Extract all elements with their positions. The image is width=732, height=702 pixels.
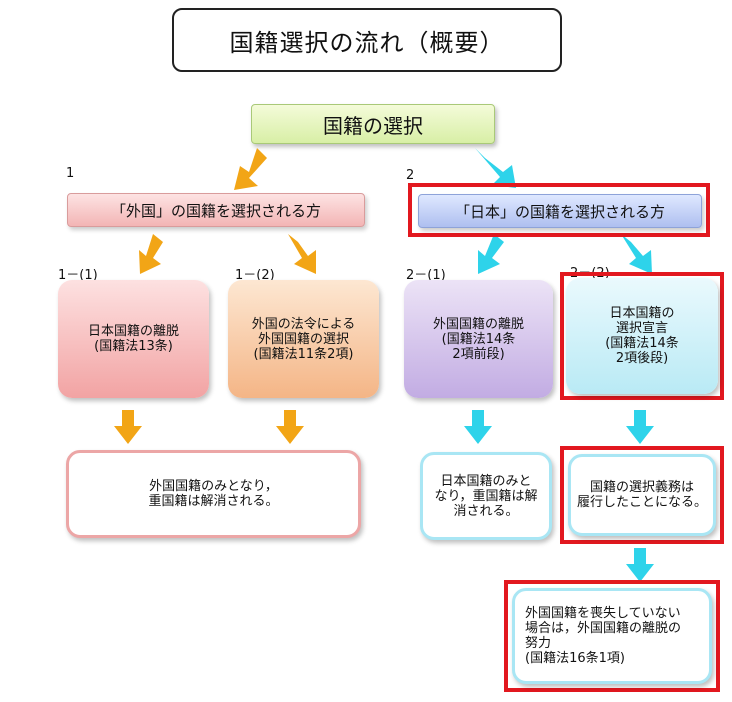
- result-foreign-only: 外国国籍のみとなり， 重国籍は解消される。: [66, 450, 361, 538]
- arrow-down-1-2: [276, 410, 304, 444]
- highlight-frame: [560, 446, 724, 544]
- result-obligation-fulfilled: 国籍の選択義務は 履行したことになる。: [568, 454, 716, 536]
- branch-right-number: 2: [406, 168, 415, 183]
- result-renunciation-effort: 外国国籍を喪失していない 場合は，外国国籍の離脱の 努力 (国籍法16条1項): [512, 588, 712, 684]
- arrow-top-left: [234, 148, 267, 190]
- arrow-down-2-2: [626, 410, 654, 444]
- arrow-down-final: [626, 548, 654, 582]
- highlight-frame: [560, 272, 724, 400]
- branch-japan: 「日本」の国籍を選択される方: [418, 194, 702, 228]
- node-declaration-japanese: 日本国籍の 選択宣言 (国籍法14条 2項後段): [566, 278, 718, 394]
- node-renounce-japanese: 日本国籍の離脱 (国籍法13条): [58, 280, 209, 398]
- arrow-2-2: [621, 234, 652, 274]
- highlight-frame: [504, 580, 720, 692]
- highlight-frame: [408, 183, 710, 237]
- arrow-down-2-1: [464, 410, 492, 444]
- arrow-1-2: [288, 234, 316, 274]
- node-renounce-foreign: 外国国籍の離脱 (国籍法14条 2項前段): [404, 280, 553, 398]
- node-1-1-number: 1－(1): [58, 268, 98, 283]
- node-2-1-number: 2－(1): [406, 268, 446, 283]
- branch-foreign: 「外国」の国籍を選択される方: [67, 193, 365, 227]
- node-1-2-number: 1－(2): [235, 268, 275, 283]
- page-title: 国籍選択の流れ（概要）: [172, 8, 562, 72]
- arrow-top-right: [475, 148, 516, 188]
- arrow-down-1-1: [114, 410, 142, 444]
- arrow-1-1: [139, 234, 163, 274]
- result-japanese-only: 日本国籍のみと なり，重国籍は解 消される。: [420, 452, 552, 540]
- arrow-2-1: [478, 234, 504, 274]
- node-nationality-choice: 国籍の選択: [251, 104, 495, 144]
- node-foreign-law-selection: 外国の法令による 外国国籍の選択 (国籍法11条2項): [228, 280, 379, 398]
- branch-left-number: 1: [66, 166, 75, 181]
